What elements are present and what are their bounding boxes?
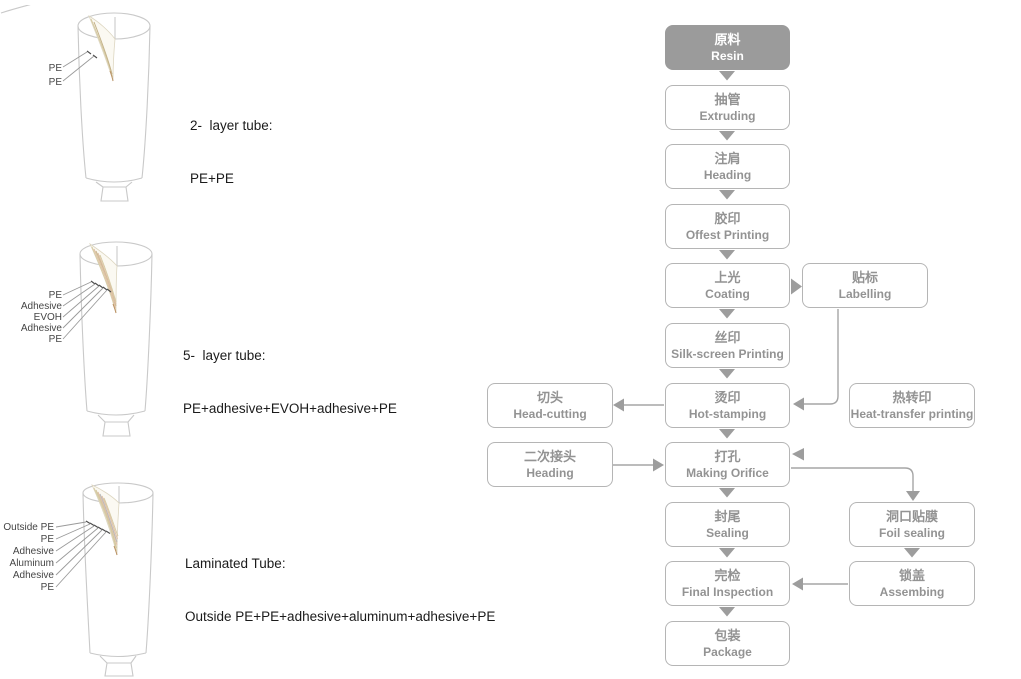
flow-box-heat-transfer-printing-en: Heat-transfer printing xyxy=(850,407,974,421)
flow-box-offset-printing-cn: 胶印 xyxy=(714,211,741,226)
flow-box-hot-stamping-en: Hot-stamping xyxy=(688,407,767,421)
flow-box-silkscreen-printing: 丝印 Silk-screen Printing xyxy=(665,323,790,368)
layer-label: Adhesive xyxy=(13,570,55,581)
flow-box-head-cutting-cn: 切头 xyxy=(536,390,563,405)
flow-box-heat-transfer-printing-cn: 热转印 xyxy=(892,390,932,405)
peel-flap xyxy=(89,242,118,314)
layer-label: PE xyxy=(41,582,55,593)
arrow-labelling-to-hotstamping xyxy=(793,309,839,411)
flow-box-final-inspection: 完检 Final Inspection xyxy=(665,561,790,606)
flow-box-silkscreen-printing-cn: 丝印 xyxy=(714,330,741,345)
tube-2layer-title: 2- layer tube: xyxy=(190,118,273,133)
flow-box-assembling-en: Assembing xyxy=(879,585,945,599)
flow-box-offset-printing-en: Offest Printing xyxy=(685,228,770,242)
layer-label: Aluminum xyxy=(10,558,54,569)
layer-label: Adhesive xyxy=(21,323,63,334)
layer-label: PE xyxy=(41,534,55,545)
flow-box-final-inspection-en: Final Inspection xyxy=(681,585,774,599)
flow-box-secondary-heading: 二次接头 Heading xyxy=(487,442,613,487)
flow-box-heat-transfer-printing: 热转印 Heat-transfer printing xyxy=(849,383,975,428)
flow-box-package: 包装 Package xyxy=(665,621,790,666)
tube-illustration-2-layer: PE PE xyxy=(0,5,151,202)
flow-box-making-orifice: 打孔 Making Orifice xyxy=(665,442,790,487)
layer-label: PE xyxy=(49,63,63,74)
arrow-heading-to-makingorifice xyxy=(613,458,664,472)
layer-label: Adhesive xyxy=(21,301,63,312)
flow-box-offset-printing: 胶印 Offest Printing xyxy=(665,204,790,249)
arrow-assembling-to-finalinspection xyxy=(792,577,848,591)
leader-lines xyxy=(62,281,108,340)
flow-box-foil-sealing-cn: 洞口贴膜 xyxy=(885,509,938,524)
flow-box-coating-cn: 上光 xyxy=(714,270,741,285)
flow-box-heading: 注肩 Heading xyxy=(665,144,790,189)
flow-box-head-cutting: 切头 Head-cutting xyxy=(487,383,613,428)
tube-illustration-5-layer: PE Adhesive EVOH Adhesive PE xyxy=(21,241,153,437)
flow-box-package-en: Package xyxy=(703,645,752,659)
flow-box-secondary-heading-cn: 二次接头 xyxy=(523,449,576,464)
flow-box-making-orifice-en: Making Orifice xyxy=(686,466,769,480)
flow-box-coating-en: Coating xyxy=(705,287,750,301)
flow-box-silkscreen-printing-en: Silk-screen Printing xyxy=(671,347,784,361)
flow-box-secondary-heading-en: Heading xyxy=(526,466,574,480)
leader-lines xyxy=(62,51,95,82)
flow-box-heading-cn: 注肩 xyxy=(714,151,741,166)
flow-box-extruding-cn: 抽管 xyxy=(714,92,741,107)
arrow-makingorifice-to-foilsealing xyxy=(791,448,920,501)
tube-2layer-composition: PE+PE xyxy=(190,171,234,186)
flow-box-heading-en: Heading xyxy=(703,168,752,182)
flow-box-assembling: 锁盖 Assembing xyxy=(849,561,975,606)
flow-box-coating: 上光 Coating xyxy=(665,263,790,308)
tube-illustration-laminated: Outside PE PE Adhesive Aluminum Adhesive… xyxy=(3,482,154,677)
flow-box-foil-sealing-en: Foil sealing xyxy=(878,526,945,540)
arrow-coating-to-labelling xyxy=(791,278,802,295)
flow-box-labelling: 贴标 Labelling xyxy=(802,263,928,308)
flow-box-sealing-en: Sealing xyxy=(706,526,749,540)
flow-box-extruding-en: Extruding xyxy=(699,109,756,123)
leader-lines xyxy=(55,521,107,588)
tube-5layer-caption: 5- layer tube: PE+adhesive+EVOH+adhesive… xyxy=(183,318,397,446)
peel-flap xyxy=(86,15,116,82)
flow-box-final-inspection-cn: 完检 xyxy=(714,568,741,583)
flow-box-resin-cn: 原料 xyxy=(714,32,741,47)
flow-box-sealing: 封尾 Sealing xyxy=(665,502,790,547)
tube-laminated-caption: Laminated Tube: Outside PE+PE+adhesive+a… xyxy=(185,526,495,654)
flow-box-head-cutting-en: Head-cutting xyxy=(513,407,587,421)
flow-box-making-orifice-cn: 打孔 xyxy=(714,449,741,464)
flow-box-foil-sealing: 洞口贴膜 Foil sealing xyxy=(849,502,975,547)
flow-box-hot-stamping-cn: 烫印 xyxy=(714,390,741,405)
flow-box-labelling-cn: 贴标 xyxy=(851,270,878,285)
layer-label: PE xyxy=(49,77,63,88)
layer-label: PE xyxy=(49,334,63,345)
layer-label: Adhesive xyxy=(13,546,55,557)
tube-2layer-caption: 2- layer tube: PE+PE xyxy=(190,88,273,216)
layer-label: Outside PE xyxy=(3,522,54,533)
flow-box-assembling-cn: 锁盖 xyxy=(898,568,925,583)
layer-label: EVOH xyxy=(34,312,62,323)
peel-flap xyxy=(85,484,120,556)
flow-box-hot-stamping: 烫印 Hot-stamping xyxy=(665,383,790,428)
flow-box-sealing-cn: 封尾 xyxy=(714,509,741,524)
flow-box-labelling-en: Labelling xyxy=(838,287,892,301)
flow-box-package-cn: 包装 xyxy=(714,628,741,643)
layer-label: PE xyxy=(49,290,63,301)
tube-outline xyxy=(0,5,151,202)
flow-box-extruding: 抽管 Extruding xyxy=(665,85,790,130)
flow-box-resin-en: Resin xyxy=(711,49,744,63)
flow-box-resin: 原料 Resin xyxy=(665,25,790,70)
tube-5layer-title: 5- layer tube: xyxy=(183,348,266,363)
tube-5layer-composition: PE+adhesive+EVOH+adhesive+PE xyxy=(183,401,397,416)
tube-laminated-title: Laminated Tube: xyxy=(185,556,286,571)
tube-laminated-composition: Outside PE+PE+adhesive+aluminum+adhesive… xyxy=(185,609,496,624)
arrow-hotstamping-to-headcutting xyxy=(613,398,664,412)
